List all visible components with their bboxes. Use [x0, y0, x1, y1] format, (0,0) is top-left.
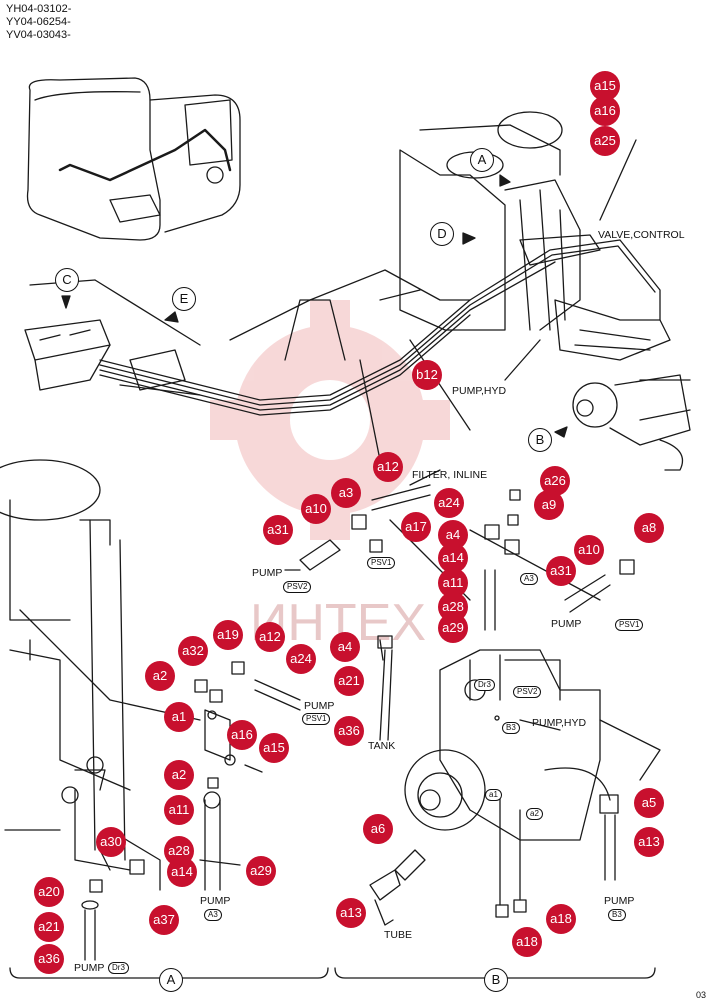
label-filter-inline: FILTER, INLINE — [412, 469, 488, 481]
tag-b3-mid: B3 — [502, 722, 520, 734]
tag-a3-pump: A3 — [204, 909, 222, 921]
callout-a20: a20 — [34, 877, 64, 907]
section-brackets — [9, 967, 656, 986]
hydraulic-pump-upper — [572, 374, 691, 471]
tag-psv1-filter: PSV1 — [367, 557, 396, 569]
callout-a31-right: a31 — [546, 556, 576, 586]
tag-dr3-pump: Dr3 — [108, 962, 129, 974]
label-tank: TANK — [368, 740, 396, 752]
callout-a11-right: a11 — [438, 568, 468, 598]
label-pump-b3: PUMP — [604, 895, 635, 907]
callout-a14-left: a14 — [167, 857, 197, 887]
tag-psv2-left: PSV2 — [283, 581, 312, 593]
callout-a36-tank: a36 — [334, 716, 364, 746]
view-marker-c: C — [55, 268, 79, 292]
callout-a21-tank: a21 — [334, 666, 364, 696]
callout-a13-tube: a13 — [336, 898, 366, 928]
callout-b12: b12 — [412, 360, 442, 390]
callout-a18-right: a18 — [546, 904, 576, 934]
machine-overview — [26, 77, 241, 241]
callout-a15-mid: a15 — [259, 733, 289, 763]
callout-a13-pump: a13 — [634, 827, 664, 857]
section-b-fittings — [284, 484, 635, 741]
callout-a8: a8 — [634, 513, 664, 543]
callout-a2-upper: a2 — [145, 661, 175, 691]
tag-psv2-right: PSV2 — [513, 686, 542, 698]
callout-a12-filter: a12 — [373, 452, 403, 482]
tag-b3-pump: B3 — [608, 909, 626, 921]
callout-a10-left: a10 — [301, 494, 331, 524]
callout-a24-filter: a24 — [434, 488, 464, 518]
boom-and-lines — [94, 239, 661, 461]
pilot-valve-block — [24, 279, 201, 396]
tag-dr3-right: Dr3 — [474, 679, 495, 691]
label-pump-psv1-mid: PUMP — [304, 700, 335, 712]
label-tube: TUBE — [384, 929, 413, 941]
callout-a25: a25 — [590, 126, 620, 156]
callout-a24-mid: a24 — [286, 644, 316, 674]
section-a-label: A — [159, 968, 183, 992]
label-pump-hyd-lower: PUMP,HYD — [532, 717, 587, 729]
callout-a2-lower: a2 — [164, 760, 194, 790]
callout-a5: a5 — [634, 788, 664, 818]
serial-range-2: YY04-06254- — [6, 16, 71, 28]
callout-a11-left: a11 — [164, 795, 194, 825]
callout-a17: a17 — [401, 512, 431, 542]
callout-a29-right: a29 — [438, 613, 468, 643]
callout-a10-right: a10 — [574, 535, 604, 565]
callout-a19: a19 — [213, 620, 243, 650]
tag-a2-port: a2 — [526, 808, 543, 820]
callout-a29-left: a29 — [246, 856, 276, 886]
callout-a16-mid: a16 — [227, 720, 257, 750]
view-marker-a: A — [470, 148, 494, 172]
label-pump-a3: PUMP — [200, 895, 231, 907]
callout-a4-tank: a4 — [330, 632, 360, 662]
view-marker-b: B — [528, 428, 552, 452]
label-pump-psv2: PUMP — [252, 567, 283, 579]
tag-a3-right: A3 — [520, 573, 538, 585]
callout-a37: a37 — [149, 905, 179, 935]
tag-psv1-mid: PSV1 — [302, 713, 331, 725]
label-pump-psv1-right: PUMP — [551, 618, 582, 630]
callout-a32: a32 — [178, 636, 208, 666]
callout-a18-left: a18 — [512, 927, 542, 957]
section-b-label: B — [484, 968, 508, 992]
tag-psv1-right: PSV1 — [615, 619, 644, 631]
label-valve-control: VALVE,CONTROL — [598, 229, 685, 241]
callout-a36-left: a36 — [34, 944, 64, 974]
label-pump-hyd-top: PUMP,HYD — [452, 385, 507, 397]
callout-a3: a3 — [331, 478, 361, 508]
callout-a1: a1 — [164, 702, 194, 732]
view-marker-e: E — [172, 287, 196, 311]
callout-a16-top: a16 — [590, 96, 620, 126]
serial-range-1: YH04-03102- — [6, 3, 72, 15]
page-number: 03 — [695, 990, 706, 1000]
callout-a12-mid: a12 — [255, 622, 285, 652]
callout-a30: a30 — [96, 827, 126, 857]
callout-a31-left: a31 — [263, 515, 293, 545]
callout-a21-left: a21 — [34, 912, 64, 942]
hydraulic-pump-lower — [369, 649, 661, 926]
callout-a6: a6 — [363, 814, 393, 844]
callout-a9: a9 — [534, 490, 564, 520]
label-pump-dr3: PUMP — [74, 962, 105, 974]
serial-range-3: YV04-03043- — [6, 29, 71, 41]
view-arrows — [61, 174, 568, 438]
view-marker-d: D — [430, 222, 454, 246]
tag-a1-port: a1 — [485, 789, 502, 801]
